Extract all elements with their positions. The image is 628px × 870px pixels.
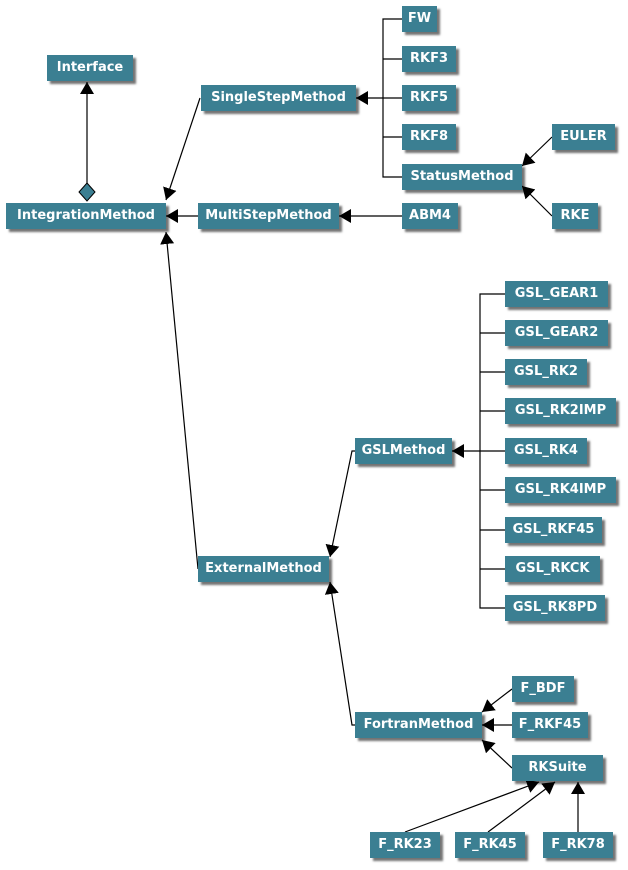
gsl-rk4-node: GSL_RK4 bbox=[505, 438, 587, 464]
abm4-node: ABM4 bbox=[402, 203, 458, 229]
inherit-line bbox=[160, 231, 199, 570]
euler-node: EULER bbox=[552, 124, 615, 150]
aggregation-diamond bbox=[78, 182, 96, 202]
rkf3-node: RKF3 bbox=[402, 46, 456, 72]
inherit-line bbox=[487, 781, 556, 833]
single-step-method-node: SingleStepMethod bbox=[201, 85, 356, 111]
rkf5-node: RKF5 bbox=[402, 85, 456, 111]
f-rk23-node: F_RK23 bbox=[370, 832, 440, 858]
inherit-line bbox=[163, 97, 201, 201]
status-method-node: StatusMethod bbox=[402, 164, 522, 190]
gsl-gear1-node: GSL_GEAR1 bbox=[505, 281, 608, 307]
fortran-method-node: FortranMethod bbox=[355, 712, 482, 738]
gsl-rkf45-node: GSL_RKF45 bbox=[505, 517, 602, 543]
inherit-line bbox=[324, 581, 355, 726]
f-rk78-node: F_RK78 bbox=[543, 832, 613, 858]
f-rk45-node: F_RK45 bbox=[455, 832, 525, 858]
fw-node: FW bbox=[402, 6, 437, 32]
inherit-line bbox=[325, 450, 355, 558]
inherit-line bbox=[404, 779, 540, 833]
rksuite-node: RKSuite bbox=[512, 755, 603, 781]
inherit-line bbox=[481, 739, 513, 769]
inherit-line bbox=[521, 185, 553, 217]
multi-step-method-node: MultiStepMethod bbox=[198, 203, 339, 229]
gsl-rk4imp-node: GSL_RK4IMP bbox=[505, 477, 616, 503]
rkf8-node: RKF8 bbox=[402, 124, 456, 150]
gsl-rk2-node: GSL_RK2 bbox=[505, 359, 587, 385]
gsl-rkck-node: GSL_RKCK bbox=[505, 556, 600, 582]
gsl-rk2imp-node: GSL_RK2IMP bbox=[505, 398, 616, 424]
gsl-gear2-node: GSL_GEAR2 bbox=[505, 320, 608, 346]
external-method-node: ExternalMethod bbox=[198, 556, 329, 582]
gsl-method-node: GSLMethod bbox=[355, 438, 452, 464]
inherit-line bbox=[481, 688, 513, 713]
inherit-line bbox=[521, 136, 553, 167]
f-bdf-node: F_BDF bbox=[512, 676, 574, 702]
rke-node: RKE bbox=[552, 203, 598, 229]
f-rkf45-node: F_RKF45 bbox=[512, 712, 588, 738]
interface-node: Interface bbox=[47, 55, 133, 81]
integration-method-node: IntegrationMethod bbox=[6, 203, 166, 229]
gsl-rk8pd-node: GSL_RK8PD bbox=[505, 595, 605, 621]
